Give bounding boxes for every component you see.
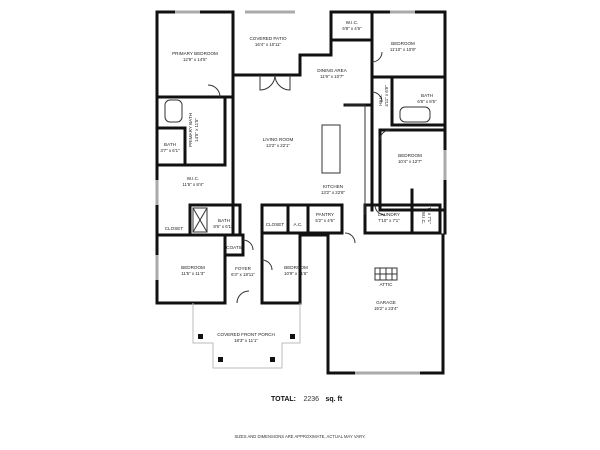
room-name: ATTIC bbox=[380, 282, 394, 287]
doors bbox=[164, 51, 431, 304]
room-dims: 3'7" x 6'1" bbox=[160, 148, 180, 153]
room-dims: 8'6" x 6'11" bbox=[213, 224, 235, 229]
attic-hatch bbox=[374, 267, 398, 281]
room-name: W.I.C. bbox=[187, 176, 200, 181]
disclaimer: SIZES AND DIMENSIONS ARE APPROXIMATE, AC… bbox=[234, 434, 365, 439]
room-dims: 11'9" x 10'7" bbox=[320, 74, 344, 79]
room-dims: 6'8" x 4'6" bbox=[342, 26, 362, 31]
room-dims: 14'5" x 11'5" bbox=[194, 118, 199, 142]
room-dims: 4'11" x 6'8" bbox=[384, 85, 389, 107]
room-name: BATH bbox=[218, 218, 230, 223]
room-dims: 13'2" x 22'8" bbox=[321, 190, 346, 195]
room-name: LIVING ROOM bbox=[263, 137, 294, 142]
room-name: COATS bbox=[226, 245, 241, 250]
room-name: KITCHEN bbox=[323, 184, 343, 189]
room-dims: 11'10" x 10'9" bbox=[390, 47, 417, 52]
room-name: DINING AREA bbox=[317, 68, 348, 73]
room-dims: 11'5" x 8'4" bbox=[182, 182, 204, 187]
room-dims: 6'3" x 18'11" bbox=[231, 272, 255, 277]
room-dims: 7'10" x 7'1" bbox=[378, 218, 400, 223]
room-dims: 13'3" x 22'1" bbox=[266, 143, 291, 148]
room-name: CLOSET bbox=[266, 222, 285, 227]
room-name: PRIMARY BEDROOM bbox=[172, 51, 218, 56]
room-name: COVERED PATIO bbox=[249, 36, 287, 41]
front-porch-outline bbox=[192, 303, 301, 369]
room-name: HALL bbox=[378, 94, 383, 106]
room-dims: 16'4" x 10'11" bbox=[255, 42, 282, 47]
room-name: BEDROOM bbox=[284, 265, 308, 270]
room-name: LAUNDRY bbox=[378, 212, 400, 217]
room-dims: 11'5" x 11'3" bbox=[181, 271, 205, 276]
walls bbox=[155, 10, 447, 375]
room-name: W.I.C. bbox=[346, 20, 359, 25]
room-dims: 10'4" x 12'7" bbox=[398, 159, 423, 164]
total-unit: sq. ft bbox=[326, 396, 343, 403]
room-name: BATH bbox=[421, 93, 433, 98]
room-dims: 10'9" x 11'6" bbox=[284, 271, 308, 276]
room-name: COVERED FRONT PORCH bbox=[217, 332, 275, 337]
total-value: 2236 bbox=[303, 396, 319, 403]
room-dims: 19'2" x 23'4" bbox=[374, 306, 399, 311]
room-dims: 12'9" x 14'5" bbox=[183, 57, 208, 62]
room-name: A.C. bbox=[294, 222, 303, 227]
room-name: BATH bbox=[164, 142, 176, 147]
windows bbox=[155, 10, 447, 375]
room-name: W.I.C. bbox=[421, 212, 426, 225]
room-dims: 6'8" x 8'5" bbox=[417, 99, 437, 104]
room-name: BEDROOM bbox=[391, 41, 415, 46]
room-name: PANTRY bbox=[316, 212, 334, 217]
total-area: TOTAL: 2236 sq. ft bbox=[271, 388, 343, 405]
room-name: FOYER bbox=[235, 266, 252, 271]
room-labels: PRIMARY BEDROOM 12'9" x 14'5" COVERED PA… bbox=[160, 20, 437, 343]
room-name: PRIMARY BATH bbox=[188, 113, 193, 147]
room-dims: 18'3" x 11'1" bbox=[234, 338, 258, 343]
room-name: BEDROOM bbox=[398, 153, 422, 158]
total-label: TOTAL: bbox=[271, 396, 296, 403]
room-name: CLOSET bbox=[165, 226, 184, 231]
room-dims: 4'8" x 7'1" bbox=[427, 204, 432, 224]
room-name: BEDROOM bbox=[181, 265, 205, 270]
room-name: GARAGE bbox=[376, 300, 396, 305]
room-dims: 5'2" x 4'6" bbox=[315, 218, 335, 223]
